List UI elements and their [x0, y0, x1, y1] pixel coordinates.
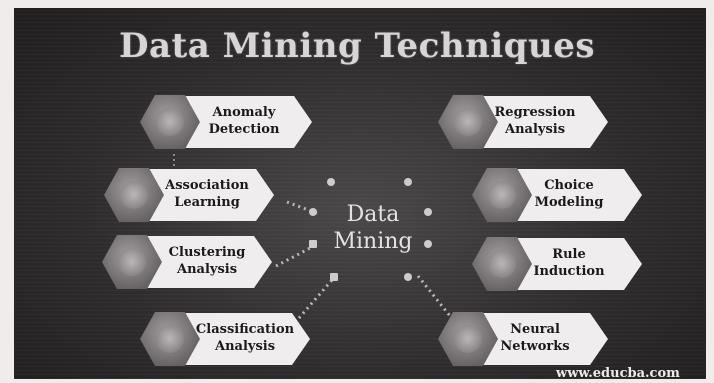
anomaly-icon	[140, 95, 200, 149]
center-node: Data Mining	[318, 201, 428, 255]
technique-label: Rule Induction	[533, 247, 605, 279]
rule-icon	[472, 237, 532, 291]
footer-watermark: www.educba.com	[556, 366, 680, 381]
technique-label: Classification Analysis	[195, 322, 295, 354]
neural-icon	[438, 312, 498, 366]
technique-label: Neural Networks	[500, 322, 570, 354]
technique-label: Choice Modeling	[534, 178, 604, 210]
technique-label: Anomaly Detection	[208, 105, 280, 137]
connector-dot	[404, 273, 412, 281]
technique-label: Association Learning	[165, 178, 249, 210]
technique-label: Regression Analysis	[494, 105, 576, 137]
connector-dot	[424, 240, 432, 248]
technique-label: Clustering Analysis	[168, 245, 246, 277]
center-line-2: Mining	[333, 229, 413, 254]
diagram-title: Data Mining Techniques	[119, 26, 595, 66]
center-line-1: Data	[346, 202, 400, 227]
regression-icon	[438, 95, 498, 149]
connector-dot	[309, 240, 317, 248]
connector-dot	[404, 178, 412, 186]
connector-dot	[309, 208, 317, 216]
clustering-icon	[102, 235, 162, 289]
choice-icon	[472, 168, 532, 222]
classification-icon	[140, 312, 200, 366]
connector-dot	[424, 208, 432, 216]
connector-dot	[330, 273, 338, 281]
association-icon	[104, 168, 164, 222]
connector-dot	[327, 178, 335, 186]
